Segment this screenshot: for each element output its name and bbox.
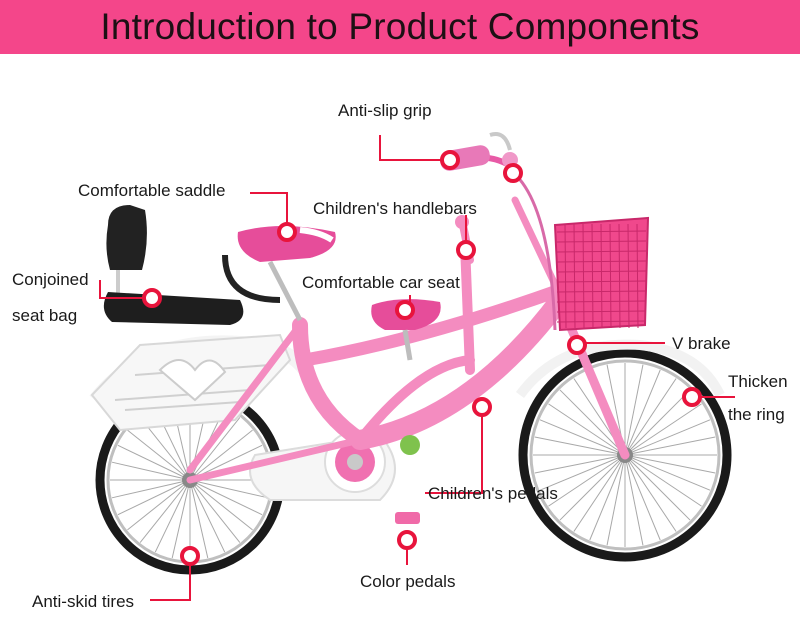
- label-v-brake: V brake: [672, 334, 731, 353]
- front-fender: [515, 339, 725, 399]
- color-pedal-shape: [395, 512, 420, 524]
- label-thicken: Thicken: [728, 372, 788, 391]
- callout-dots: [142, 150, 702, 566]
- label-seat-bag: seat bag: [12, 306, 78, 325]
- label-childrens-handlebars: Children's handlebars: [313, 199, 477, 218]
- main-saddle: [237, 226, 336, 322]
- banner-title: Introduction to Product Components: [100, 6, 700, 47]
- frame-decal: [400, 435, 420, 455]
- label-anti-skid-tires: Anti-skid tires: [32, 592, 135, 611]
- callout-lines: [99, 135, 735, 601]
- label-childrens-pedals: Children's pedals: [428, 484, 558, 503]
- label-the-ring: the ring: [728, 405, 785, 424]
- front-wheel: [518, 348, 732, 562]
- label-anti-slip-grip: Anti-slip grip: [338, 101, 432, 120]
- label-conjoined: Conjoined: [12, 270, 89, 289]
- label-comfortable-saddle: Comfortable saddle: [78, 181, 226, 200]
- rear-child-seat: [103, 205, 281, 325]
- label-color-pedals: Color pedals: [360, 572, 456, 591]
- front-basket: [553, 216, 650, 332]
- title-banner: Introduction to Product Components: [0, 0, 800, 54]
- label-comfortable-car-seat: Comfortable car seat: [302, 273, 460, 292]
